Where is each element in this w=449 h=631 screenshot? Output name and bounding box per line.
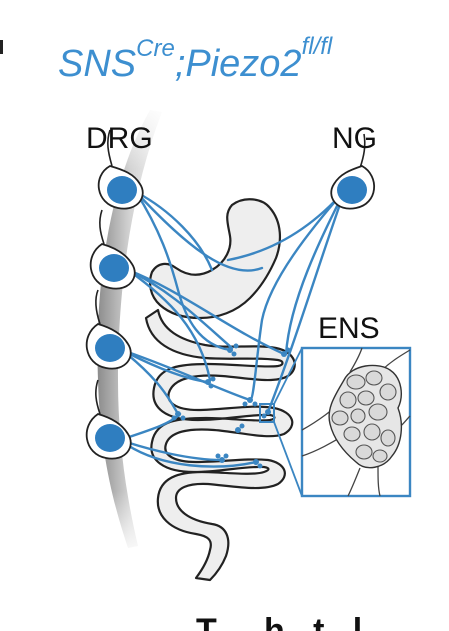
figure-title: SNSCre;Piezo2fl/fl (58, 33, 333, 85)
ng-neuron (330, 165, 376, 210)
label-drg: DRG (86, 122, 153, 155)
bottom-partial-text: T h t l (196, 612, 362, 631)
label-ens: ENS (318, 312, 380, 345)
ens-inset (300, 346, 412, 498)
ens-connector-bottom (273, 421, 303, 497)
neuron-axons (95, 129, 366, 415)
ens-connector-top (273, 347, 303, 405)
edge-mark (0, 40, 3, 54)
ens-marker (259, 403, 275, 423)
nerve-fibers (118, 188, 347, 468)
title-sup-flfl: fl/fl (302, 33, 333, 60)
title-piezo: ;Piezo2 (175, 43, 302, 85)
nerve-endings (171, 343, 291, 469)
drg-neurons (85, 165, 144, 460)
title-sns: SNS (58, 43, 136, 85)
label-ng: NG (332, 122, 377, 155)
title-sup-cre: Cre (136, 35, 175, 62)
